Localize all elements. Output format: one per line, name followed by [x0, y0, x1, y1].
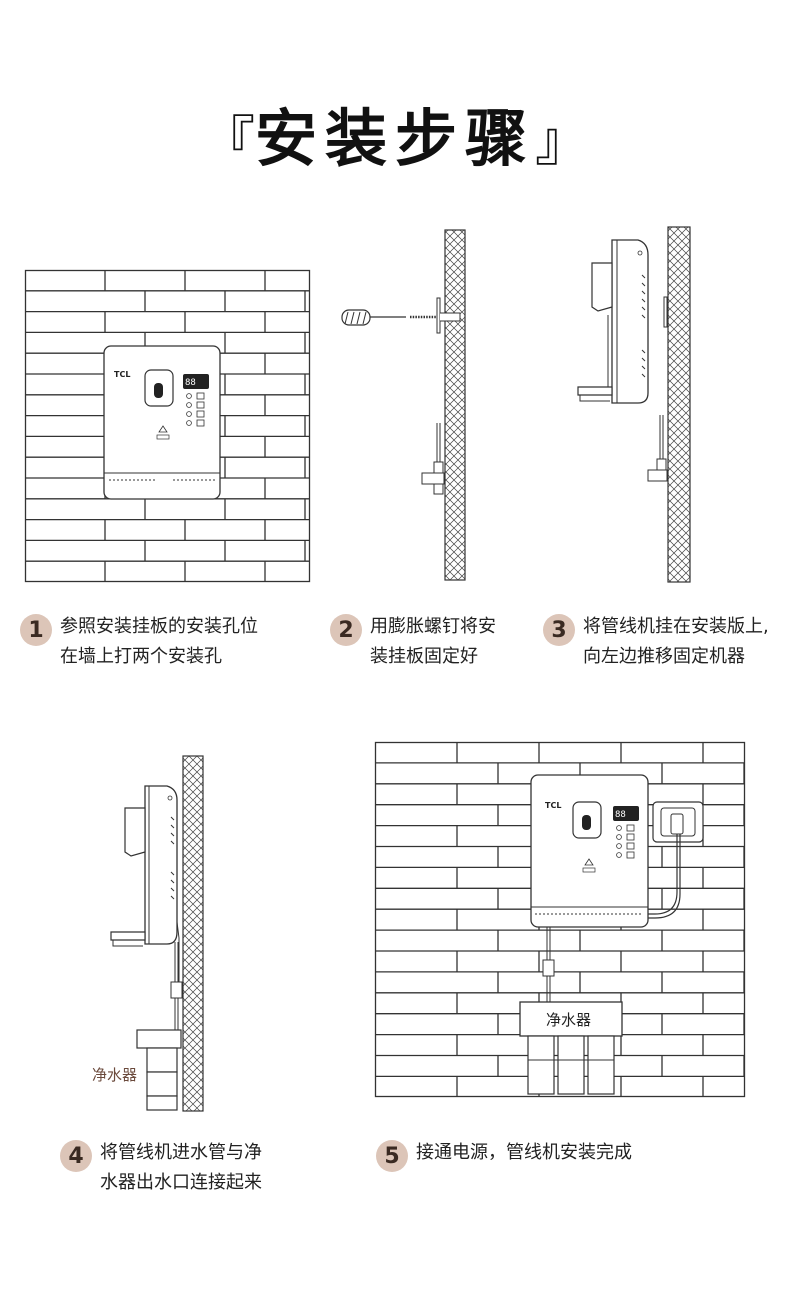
inlet-pipe [421, 423, 445, 495]
step-text-line: 接通电源，管线机安装完成 [416, 1142, 632, 1163]
step-number-badge: 2 [330, 614, 362, 646]
title-text: 安装步骤 [254, 102, 535, 175]
water-dispenser-front: TCL 88 [103, 345, 221, 500]
step-caption-3: 3 将管线机挂在安装版上, 向左边推移固定机器 [543, 612, 769, 672]
wall-section [667, 226, 691, 583]
brick-wall [24, 269, 311, 583]
power-outlet-icon [645, 801, 704, 919]
step-text-line: 将管线机挂在安装版上, [583, 616, 769, 637]
inlet-pipe [170, 921, 183, 1034]
purifier-label: 净水器 [92, 1066, 138, 1084]
step-caption-5: 5 接通电源，管线机安装完成 [376, 1138, 632, 1172]
inlet-pipe [542, 927, 555, 1004]
diagram-step4-connect [110, 755, 204, 1112]
brand-logo: TCL [114, 370, 130, 379]
step-text-line: 装挂板固定好 [370, 646, 478, 667]
screwdriver-icon [341, 309, 406, 326]
step-number-badge: 3 [543, 614, 575, 646]
water-purifier-icon [519, 1001, 623, 1095]
diagram-step5-complete: TCL 88 [374, 741, 746, 1098]
step-text-line: 参照安装挂板的安装孔位 [60, 616, 258, 637]
water-dispenser-side [110, 785, 178, 947]
step-text-line: 向左边推移固定机器 [583, 646, 745, 667]
step-text-line: 水器出水口连接起来 [100, 1172, 262, 1193]
page-title: 『安装步骤』 [0, 88, 790, 178]
step-text-line: 将管线机进水管与净 [100, 1142, 262, 1163]
svg-text:88: 88 [185, 378, 196, 388]
step-caption-1: 1 参照安装挂板的安装孔位在墙上打两个安装孔 [20, 612, 258, 672]
purifier-label: 净水器 [546, 1011, 592, 1029]
water-dispenser-side [577, 239, 668, 404]
diagram-step1-wall-front: TCL 88 [24, 269, 311, 583]
svg-text:88: 88 [615, 810, 626, 820]
water-dispenser-front: TCL 88 [530, 774, 649, 928]
step-text-line: 用膨胀螺钉将安 [370, 616, 496, 637]
step-caption-4: 4 将管线机进水管与净水器出水口连接起来 [60, 1138, 262, 1198]
step-text-line: 在墙上打两个安装孔 [60, 646, 222, 667]
diagram-step3-hang [577, 226, 691, 583]
step-number-badge: 4 [60, 1140, 92, 1172]
inlet-pipe [647, 415, 668, 482]
step-caption-2: 2 用膨胀螺钉将安装挂板固定好 [330, 612, 496, 672]
step-number-badge: 5 [376, 1140, 408, 1172]
expansion-screw-icon [410, 297, 461, 334]
wall-section [182, 755, 204, 1112]
step-number-badge: 1 [20, 614, 52, 646]
water-purifier-icon [136, 1029, 182, 1111]
title-bracket-close: 』 [535, 110, 589, 173]
diagram-step2-screw [341, 229, 466, 581]
brand-logo: TCL [545, 801, 561, 810]
button-icon [186, 393, 192, 399]
wall-section [444, 229, 466, 581]
title-bracket-open: 『 [200, 110, 255, 173]
